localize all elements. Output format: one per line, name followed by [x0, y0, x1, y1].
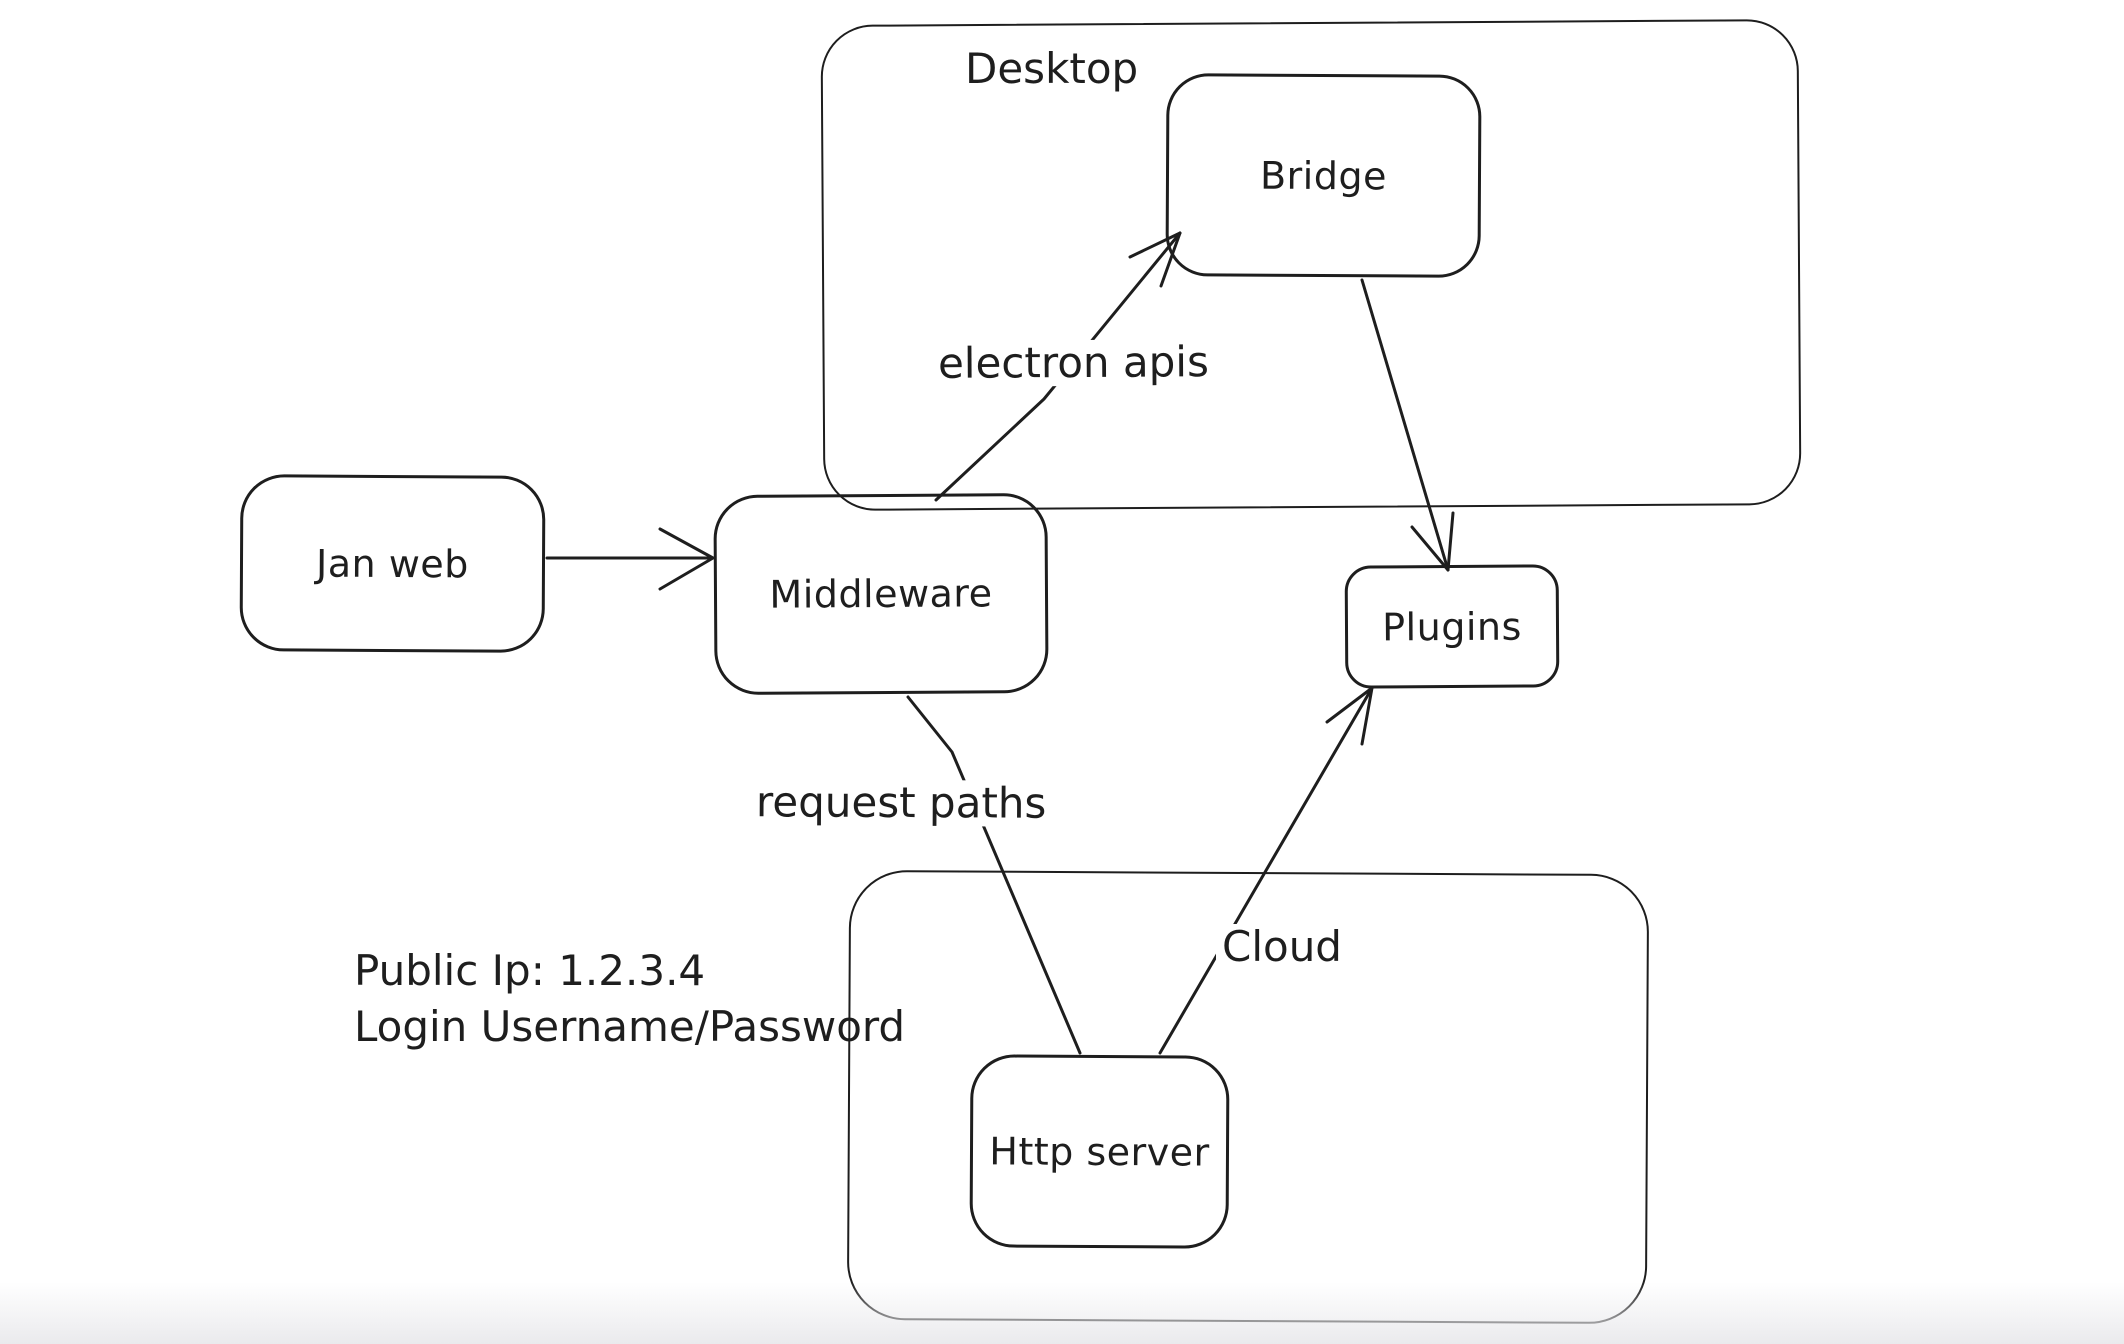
node-jan-web[interactable]: Jan web — [239, 474, 546, 653]
arrowhead-bridge-to-plugins — [1410, 511, 1455, 572]
arrowhead-middleware-to-bridge — [1128, 231, 1182, 288]
node-plugins[interactable]: Plugins — [1344, 564, 1560, 689]
annotation-public-ip[interactable]: Public Ip: 1.2.3.4 — [354, 946, 706, 995]
node-plugins-label: Plugins — [1382, 604, 1522, 649]
node-http-server[interactable]: Http server — [969, 1054, 1230, 1249]
node-middleware-label: Middleware — [769, 571, 993, 617]
edge-middleware-to-http-server[interactable] — [906, 695, 1082, 1055]
node-bridge[interactable]: Bridge — [1165, 73, 1482, 278]
edge-label-request-paths[interactable]: request paths — [749, 777, 1053, 828]
node-bridge-label: Bridge — [1259, 153, 1388, 198]
node-http-server-label: Http server — [989, 1128, 1210, 1175]
edge-label-electron-apis[interactable]: electron apis — [931, 337, 1216, 388]
container-cloud-label: Cloud — [1216, 923, 1348, 971]
edge-middleware-to-bridge[interactable] — [934, 231, 1182, 502]
node-middleware[interactable]: Middleware — [713, 492, 1049, 696]
container-desktop-label: Desktop — [965, 44, 1139, 93]
edge-bridge-to-plugins[interactable] — [1360, 278, 1450, 572]
edge-http-server-to-plugins[interactable] — [1158, 686, 1374, 1055]
annotation-login-credentials[interactable]: Login Username/Password — [354, 1002, 906, 1051]
arrowhead-jan-web-to-middleware — [658, 527, 715, 591]
arrowhead-http-server-to-plugins — [1325, 686, 1374, 746]
node-jan-web-label: Jan web — [316, 541, 469, 586]
